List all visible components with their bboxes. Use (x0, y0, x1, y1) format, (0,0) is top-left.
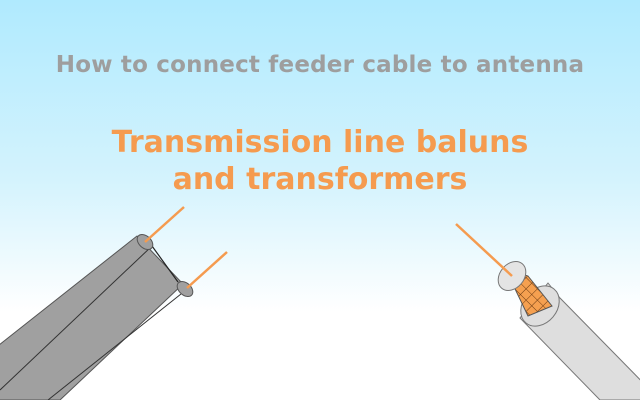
coax-cable-icon (455, 223, 640, 400)
title-line-2: and transformers (172, 162, 468, 197)
subtitle: How to connect feeder cable to antenna (55, 52, 585, 78)
title-line-1: Transmission line baluns (111, 125, 529, 160)
page-title: Transmission line baluns and transformer… (0, 124, 640, 198)
twin-lead-cable-icon (0, 206, 228, 400)
